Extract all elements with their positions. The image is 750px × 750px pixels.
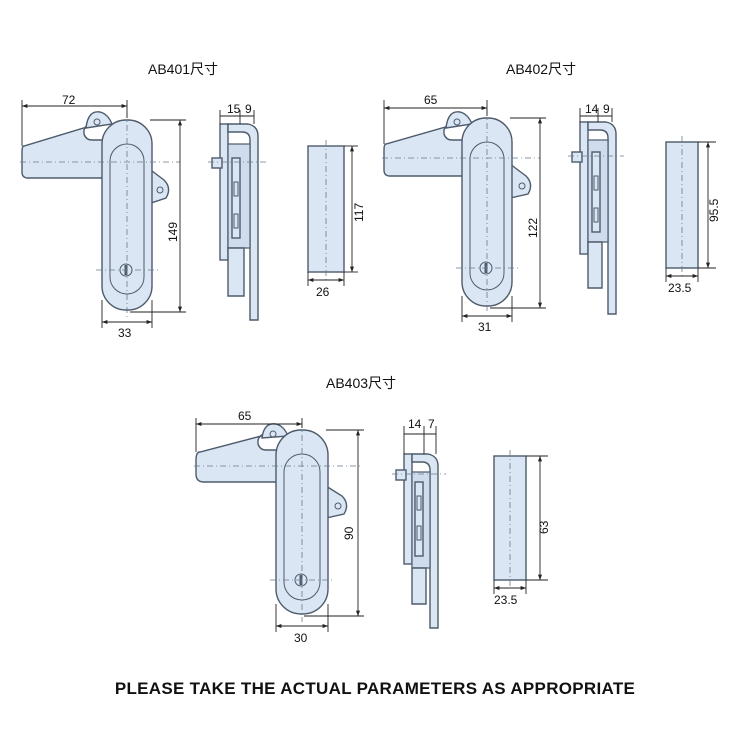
dimension-body-width: 30 — [294, 631, 308, 645]
dimension-section-width: 23.5 — [668, 281, 692, 295]
dimension-side-b: 7 — [428, 417, 435, 431]
side-view — [208, 123, 266, 321]
mounting-hole-icon — [518, 182, 526, 190]
mounting-hole-icon — [93, 118, 101, 126]
side-view — [392, 453, 446, 629]
dimension-side-a: 15 — [227, 102, 241, 116]
dimension-height: 122 — [526, 218, 540, 238]
dimension-height: 149 — [166, 222, 180, 242]
dimension-section-height: 117 — [352, 203, 366, 222]
side-view — [568, 121, 624, 315]
mounting-hole-icon — [453, 118, 461, 126]
mounting-hole-icon — [156, 186, 164, 194]
model-title: AB401尺寸 — [148, 61, 218, 77]
model-ab403: AB403尺寸 65 90 30 — [194, 375, 551, 645]
mounting-hole-icon — [269, 430, 277, 438]
dimension-side-b: 9 — [245, 102, 252, 116]
dimension-body-width: 33 — [118, 326, 132, 340]
section-view — [493, 450, 527, 588]
model-title: AB403尺寸 — [326, 375, 396, 391]
keyhole-icon — [294, 573, 308, 587]
front-view — [20, 111, 180, 318]
dimension-section-height: 63 — [537, 520, 551, 534]
dimension-section-height: 95.5 — [707, 198, 721, 222]
dimension-height: 90 — [342, 526, 356, 540]
section-view — [665, 136, 699, 276]
mounting-hole-icon — [334, 502, 342, 510]
dimension-section-width: 26 — [316, 285, 330, 299]
front-view — [194, 422, 362, 622]
model-ab401: AB401尺寸 72 — [20, 61, 366, 340]
dimension-side-a: 14 — [408, 417, 422, 431]
dimension-body-width: 31 — [478, 320, 492, 334]
dimension-side-a: 14 — [585, 102, 599, 116]
dimension-width: 72 — [62, 93, 76, 107]
dimension-section-width: 23.5 — [494, 593, 518, 607]
section-view — [307, 140, 345, 280]
front-view — [382, 110, 540, 314]
footer-note: PLEASE TAKE THE ACTUAL PARAMETERS AS APP… — [115, 679, 635, 698]
dimension-side-b: 9 — [603, 102, 610, 116]
dimension-width: 65 — [238, 409, 252, 423]
dimension-width: 65 — [424, 93, 438, 107]
model-ab402: AB402尺寸 65 122 31 — [382, 61, 721, 334]
model-title: AB402尺寸 — [506, 61, 576, 77]
